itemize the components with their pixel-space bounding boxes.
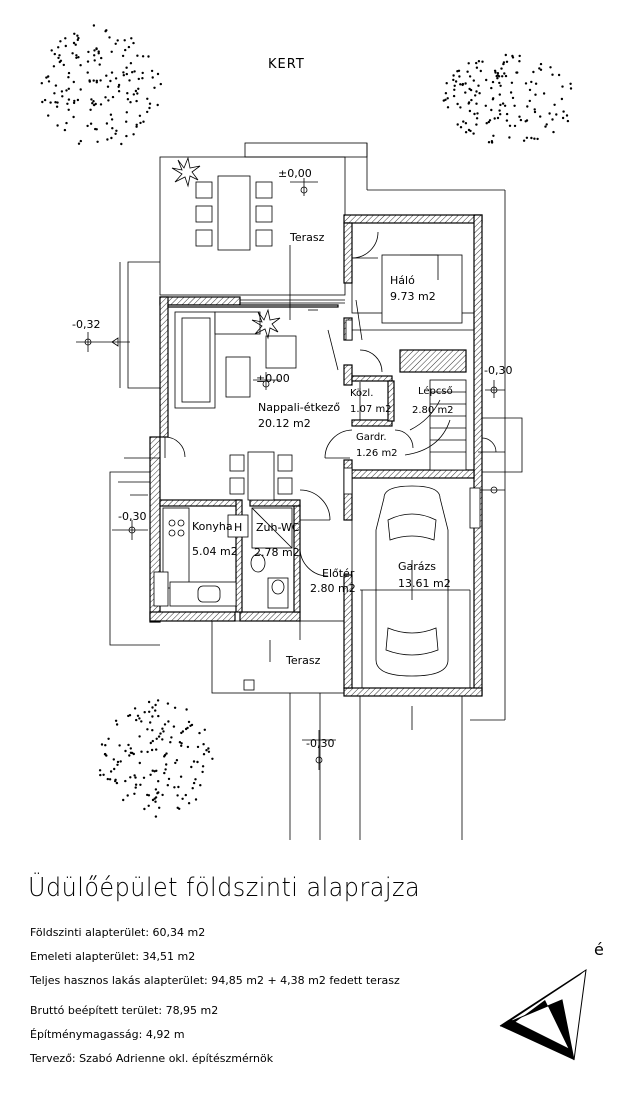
room-konyha-area: 5.04 m2 — [192, 545, 238, 558]
top-terrace — [159, 142, 506, 720]
tree-bottom-left — [98, 699, 214, 818]
garden-label: KERT — [268, 57, 305, 72]
room-eloter-name: Előtér — [322, 567, 355, 580]
info-line-3: Teljes hasznos lakás alapterület: 94,85 … — [30, 974, 400, 987]
room-zuhwc-name: Zuh-WC — [256, 521, 300, 534]
garage-car — [343, 467, 481, 689]
room-lepcso-name: Lépcső — [418, 385, 453, 397]
bath-fixtures — [250, 489, 331, 609]
bottom-terrace — [211, 620, 505, 840]
building-walls — [149, 214, 483, 697]
room-eloter-area: 2.80 m2 — [310, 582, 356, 595]
living-furniture — [124, 245, 353, 501]
room-halo-area: 9.73 m2 — [390, 290, 436, 303]
bottom-terrace-label: Terasz — [285, 654, 321, 667]
info-line-1: Földszinti alapterület: 60,34 m2 — [30, 926, 206, 939]
kitchen-fixtures — [153, 507, 249, 607]
level-left-upper: -0,32 — [72, 318, 100, 331]
north-arrow — [499, 968, 587, 1061]
room-nappali-name: Nappali-étkező — [258, 401, 340, 414]
room-kozl-area: 1.07 m2 — [350, 404, 392, 415]
level-bottom: -0,30 — [306, 737, 334, 750]
room-lepcso-area: 2.80 m2 — [412, 405, 454, 416]
level-left-lower: -0,30 — [118, 510, 146, 523]
level-right: -0,30 — [484, 364, 512, 377]
info-line-4: Bruttó beépített terület: 78,95 m2 — [30, 1004, 219, 1017]
tree-top-left — [40, 24, 162, 146]
north-label: é — [594, 940, 604, 959]
tree-top-right — [442, 53, 573, 144]
room-nappali-level: ±0,00 — [256, 372, 290, 385]
room-konyha-name: Konyha — [192, 520, 233, 533]
h-mark: H — [234, 521, 242, 534]
right-grade-lines — [478, 380, 523, 494]
room-garazs-area: 13.61 m2 — [398, 577, 451, 590]
left-grade-lines — [76, 261, 160, 646]
info-line-6: Tervező: Szabó Adrienne okl. építészmérn… — [30, 1052, 274, 1065]
room-halo-name: Háló — [390, 274, 415, 287]
room-gardr-name: Gardr. — [356, 432, 387, 443]
room-gardr-area: 1.26 m2 — [356, 448, 398, 459]
room-kozl-name: Közl. — [350, 388, 373, 399]
room-garazs-name: Garázs — [398, 560, 436, 573]
top-terrace-label: Terasz — [289, 231, 325, 244]
room-nappali-area: 20.12 m2 — [258, 417, 311, 430]
info-line-5: Építménymagasság: 4,92 m — [30, 1028, 185, 1041]
stair-area — [345, 231, 467, 471]
info-line-2: Emeleti alapterület: 34,51 m2 — [30, 950, 196, 963]
room-zuhwc-area: 2.78 m2 — [254, 546, 300, 559]
top-terrace-level: ±0,00 — [278, 167, 312, 180]
plan-title: Üdülőépület földszinti alaprajza — [28, 873, 421, 903]
